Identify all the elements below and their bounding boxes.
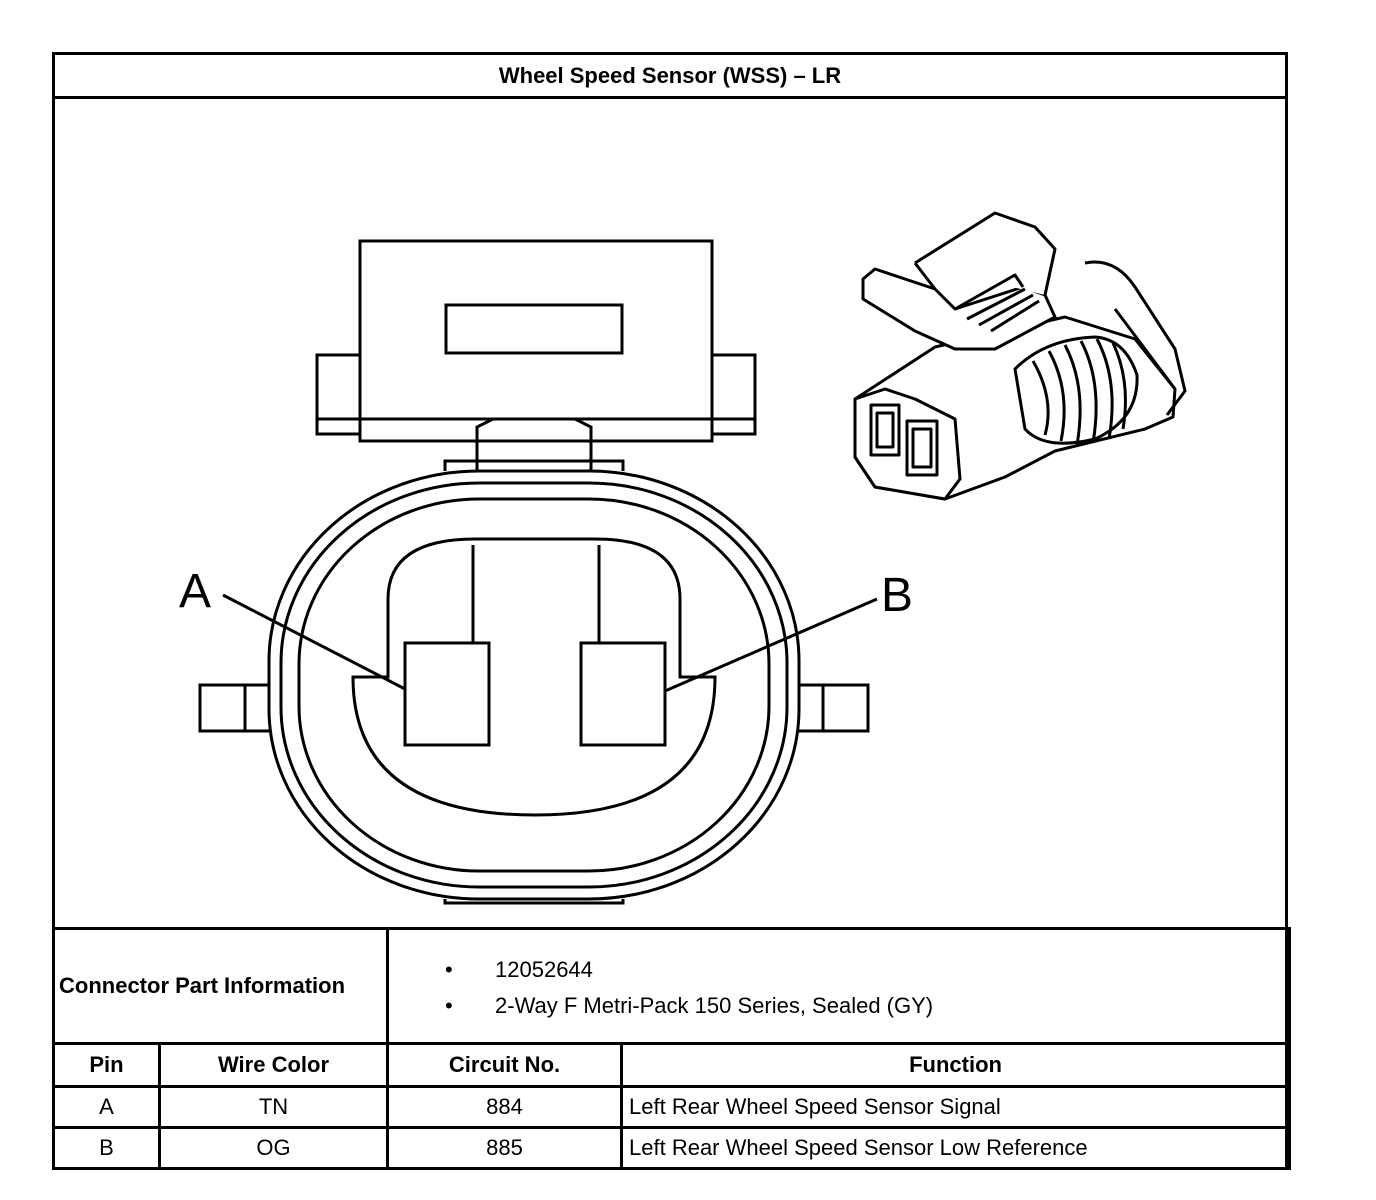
leader-line-b (664, 597, 878, 693)
diagram-title: Wheel Speed Sensor (WSS) – LR (55, 55, 1285, 99)
table-row: B OG 885 Left Rear Wheel Speed Sensor Lo… (52, 1126, 1292, 1170)
seal-ring-inner (297, 497, 771, 873)
pin-label-b: B (881, 569, 913, 622)
circuit-cell: 885 (386, 1126, 624, 1170)
part-number: 12052644 (389, 955, 1288, 991)
part-info-row: Connector Part Information 12052644 2-Wa… (51, 927, 1292, 1045)
latch-window (444, 303, 624, 355)
circuit-cell: 884 (386, 1085, 624, 1129)
header-wire-color: Wire Color (157, 1042, 390, 1088)
part-info-values: 12052644 2-Way F Metri-Pack 150 Series, … (386, 927, 1292, 1045)
left-ear (198, 683, 269, 733)
function-cell: Left Rear Wheel Speed Sensor Low Referen… (620, 1126, 1292, 1170)
connector-info-table: Connector Part Information 12052644 2-Wa… (51, 927, 1292, 1170)
wire-color-cell: TN (157, 1085, 390, 1129)
latch-housing (358, 239, 714, 443)
pin-cell: A (52, 1085, 161, 1129)
right-shoulder (712, 353, 757, 436)
top-tab (443, 459, 625, 471)
wire-color-cell: OG (157, 1126, 390, 1170)
connector-drawing: A B (179, 211, 1187, 905)
inner-cavity (351, 537, 717, 817)
left-shoulder (315, 353, 360, 436)
pin-label-a: A (179, 565, 211, 618)
center-key (475, 417, 593, 471)
connector-series: 2-Way F Metri-Pack 150 Series, Sealed (G… (389, 991, 1288, 1027)
connector-face-view (198, 239, 878, 905)
connector-isometric-illustration (853, 211, 1187, 501)
function-cell: Left Rear Wheel Speed Sensor Signal (620, 1085, 1292, 1129)
terminal-a (403, 641, 491, 747)
outer-body (267, 469, 801, 901)
right-ear (799, 683, 870, 733)
bottom-tab (443, 899, 625, 905)
terminal-b (579, 641, 667, 747)
pin-table-header: Pin Wire Color Circuit No. Function (52, 1042, 1292, 1088)
part-info-label: Connector Part Information (51, 927, 390, 1045)
leader-line-a (222, 593, 406, 691)
header-pin: Pin (52, 1042, 161, 1088)
lock-arm (861, 267, 1057, 351)
pin-cell: B (52, 1126, 161, 1170)
header-function: Function (620, 1042, 1292, 1088)
seal-ring-outer (279, 481, 789, 889)
table-row: A TN 884 Left Rear Wheel Speed Sensor Si… (52, 1085, 1292, 1129)
connector-sheet: Wheel Speed Sensor (WSS) – LR (51, 52, 1292, 1170)
header-circuit: Circuit No. (386, 1042, 624, 1088)
